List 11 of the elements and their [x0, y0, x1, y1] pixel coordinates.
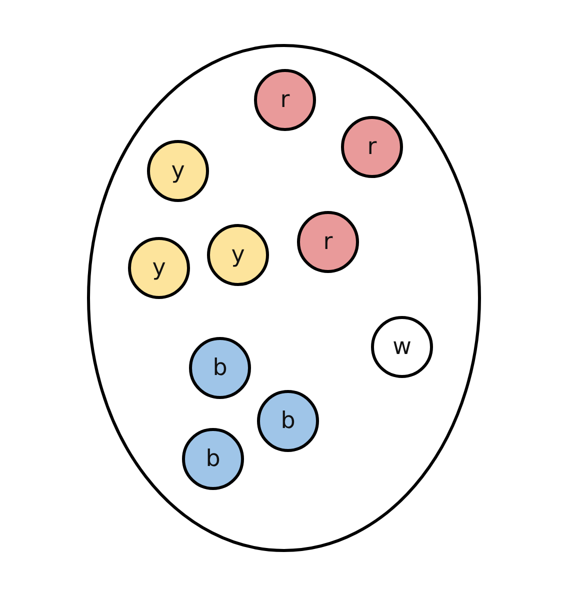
set-ellipse	[87, 44, 481, 552]
element-circle: y	[147, 140, 209, 202]
element-circle: r	[254, 69, 316, 131]
element-circle: w	[371, 316, 433, 378]
element-circle: r	[297, 211, 359, 273]
element-circle: b	[182, 428, 244, 490]
element-circle: r	[341, 116, 403, 178]
element-circle: b	[257, 390, 319, 452]
element-circle: b	[189, 337, 251, 399]
element-circle: y	[128, 237, 190, 299]
element-circle: y	[207, 224, 269, 286]
